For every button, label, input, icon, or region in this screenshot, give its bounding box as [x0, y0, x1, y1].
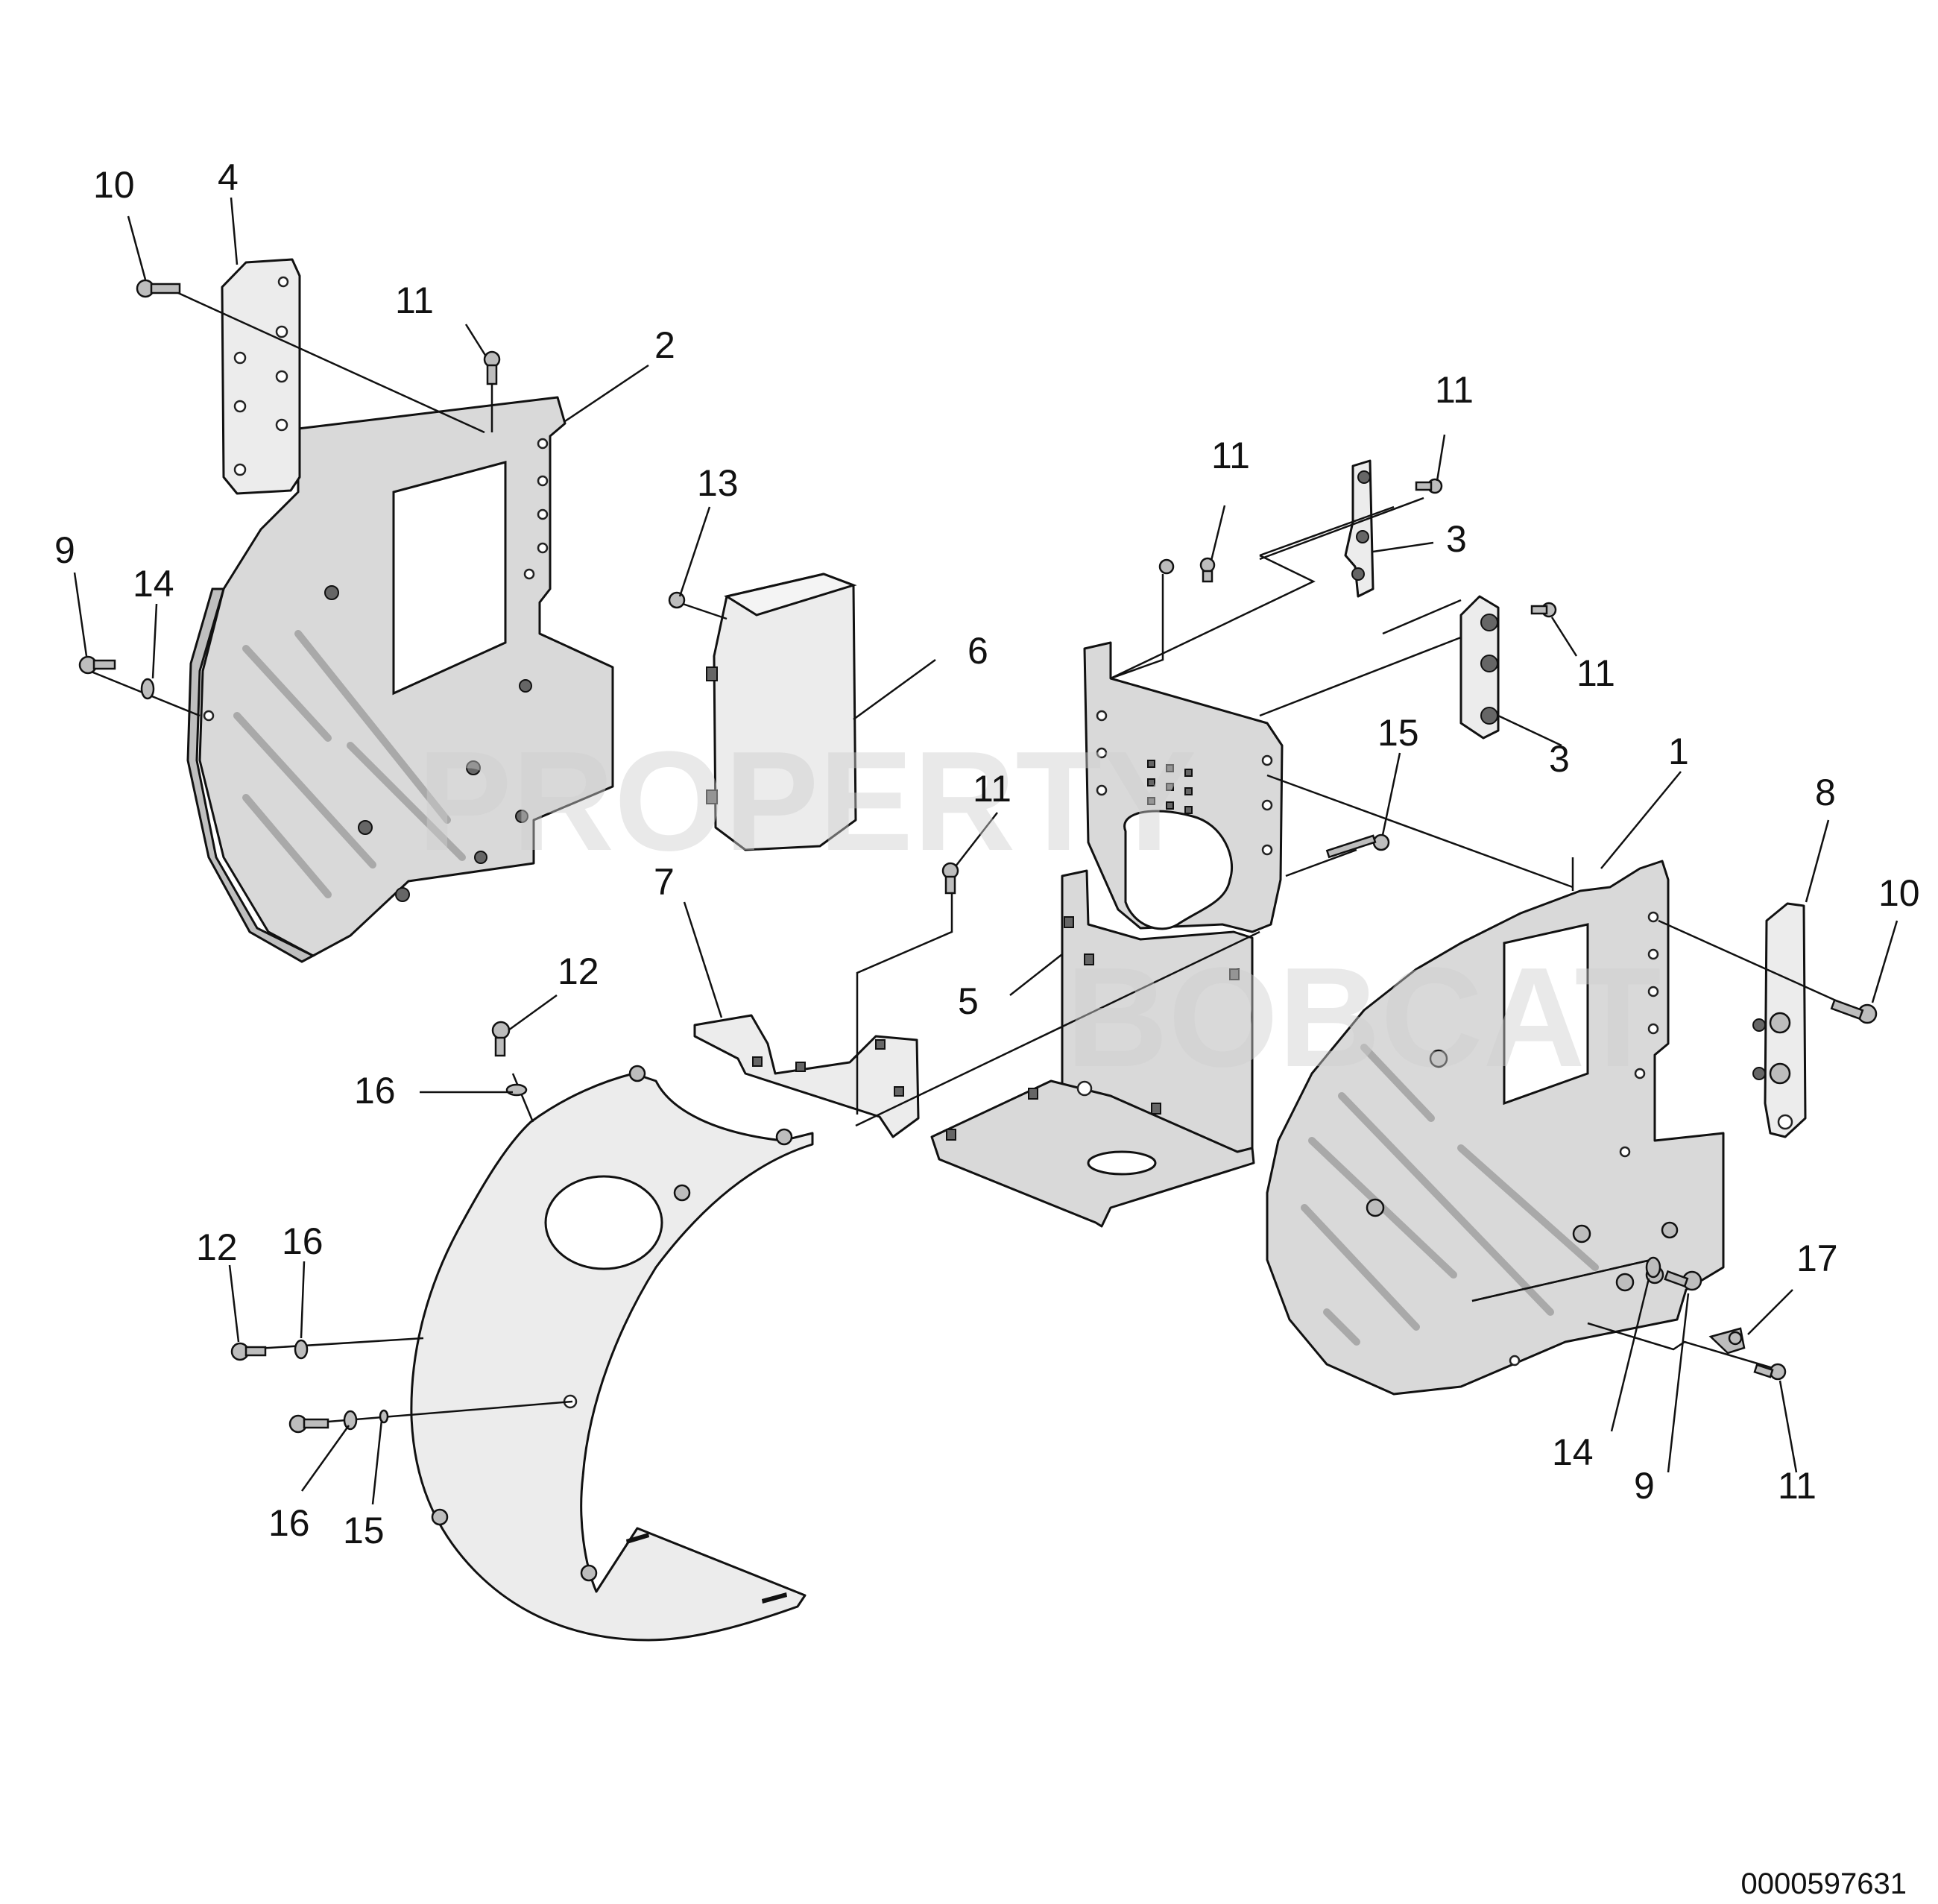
callout-16-top: 16 — [354, 1070, 396, 1112]
bolt-15-center — [1325, 833, 1390, 859]
bolt-11-top-left — [483, 350, 501, 385]
callout-1: 1 — [1668, 731, 1689, 772]
washer-14-left — [140, 678, 155, 700]
callout-3-upper: 3 — [1446, 518, 1467, 560]
part-1-right-side-plate — [1266, 860, 1725, 1396]
bolt-13 — [668, 591, 686, 609]
callout-12-left: 12 — [196, 1226, 238, 1268]
callout-10-right: 10 — [1878, 872, 1920, 914]
callout-14-left: 14 — [133, 563, 174, 605]
fasteners — [78, 279, 1878, 1434]
bolt-11-center — [941, 862, 959, 895]
bolt-11-upper-right — [1415, 478, 1443, 494]
bolt-10-left — [136, 279, 181, 298]
leader-lines — [73, 197, 1898, 1505]
washer-15-lower — [379, 1409, 389, 1424]
part-5-center-frame — [930, 641, 1284, 1228]
callout-11-center: 11 — [973, 768, 1011, 810]
callout-10-left: 10 — [93, 164, 135, 206]
callout-12-top: 12 — [558, 951, 599, 992]
callout-14-right: 14 — [1552, 1431, 1594, 1473]
callout-16-left: 16 — [282, 1220, 323, 1262]
watermark-right-text: BOBCAT — [1066, 939, 1661, 1097]
callout-11-bracket: 11 — [1576, 652, 1615, 694]
bolt-12-left — [230, 1342, 267, 1361]
part-4-left-bracket — [221, 258, 301, 495]
callout-7: 7 — [654, 861, 675, 903]
washer-16-left — [294, 1339, 309, 1360]
part-7-lower-bracket — [693, 1014, 920, 1138]
part-8-right-bracket — [1752, 902, 1807, 1138]
bolt-10-right — [1830, 998, 1878, 1024]
callout-11-upper-right: 11 — [1435, 369, 1474, 411]
bolt-9-right — [1664, 1270, 1702, 1291]
washer-16-lower — [343, 1410, 358, 1431]
callout-2: 2 — [654, 324, 675, 366]
document-number: 0000597631 — [1741, 1867, 1907, 1900]
washer-16-top — [505, 1083, 528, 1097]
center-hole-grid — [1147, 760, 1193, 814]
callout-13: 13 — [697, 462, 739, 504]
bolt-12-top — [491, 1021, 511, 1057]
clip-17 — [1708, 1327, 1746, 1355]
callout-9-right: 9 — [1634, 1465, 1655, 1507]
bolt-11-center-left — [1158, 558, 1175, 575]
bolt-16-lower — [288, 1414, 329, 1434]
callout-11-top-left: 11 — [395, 280, 434, 321]
bolt-11-bracket — [1530, 602, 1557, 618]
watermark-left-text: PROPERTY — [417, 722, 1196, 880]
callout-6: 6 — [968, 630, 988, 672]
bolt-9-left — [78, 655, 116, 675]
callout-4: 4 — [218, 157, 239, 198]
callout-17: 17 — [1796, 1238, 1838, 1279]
callout-11-mid: 11 — [1211, 435, 1250, 476]
callout-16-lower: 16 — [268, 1502, 310, 1544]
washer-14-right — [1645, 1256, 1661, 1279]
part-3-lower-bracket — [1459, 595, 1500, 740]
bolt-11-mid-right — [1199, 557, 1216, 583]
callout-11-lower-right: 11 — [1778, 1465, 1817, 1507]
watermark: PROPERTY BOBCAT — [417, 722, 1661, 1097]
callout-3-lower: 3 — [1549, 738, 1570, 780]
part-3-upper-bracket — [1344, 459, 1374, 598]
callout-15-lower: 15 — [343, 1510, 385, 1551]
lower-curved-cover — [410, 1065, 814, 1642]
callout-15-center: 15 — [1377, 712, 1419, 754]
callouts: 10 4 11 2 9 14 13 6 11 11 11 3 11 3 15 1… — [54, 157, 1920, 1551]
callout-8: 8 — [1815, 772, 1836, 813]
bolt-11-lower-right — [1753, 1363, 1787, 1381]
part-6-cover-box — [706, 573, 857, 851]
callout-9-left: 9 — [54, 529, 75, 571]
callout-5: 5 — [958, 980, 979, 1022]
part-2-left-side-plate — [186, 396, 614, 963]
